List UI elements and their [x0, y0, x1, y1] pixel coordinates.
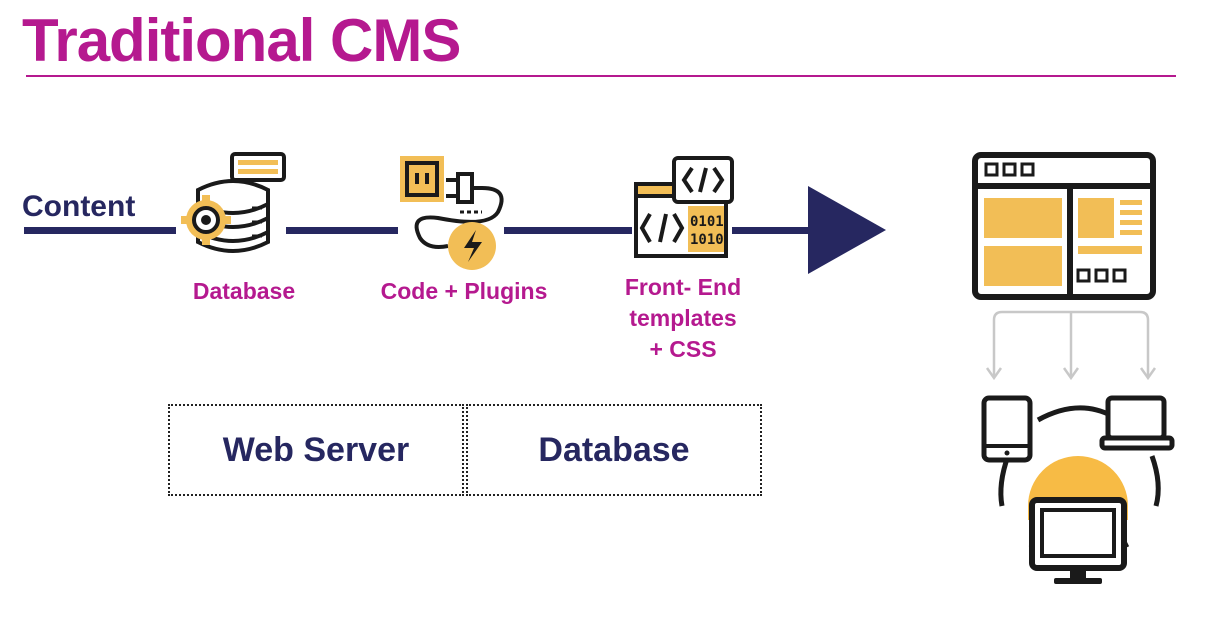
svg-text:1010: 1010 [690, 232, 724, 248]
flow-line-2 [286, 227, 398, 234]
database-box: Database [466, 404, 762, 496]
connector-arrows [985, 310, 1157, 381]
web-server-box: Web Server [168, 404, 464, 496]
step-label-frontend: Front- End templates + CSS [598, 272, 768, 365]
flow-arrowhead [808, 186, 886, 274]
step-label-frontend-line1: Front- End [624, 274, 742, 300]
flow-line-3 [504, 227, 632, 234]
title-underline [26, 75, 1176, 77]
step-label-frontend-line3: + CSS [649, 336, 717, 362]
database-box-label: Database [538, 430, 690, 469]
multi-device-user-icon [981, 395, 1175, 584]
svg-text:0101: 0101 [690, 214, 724, 230]
code-window-icon: 0101 1010 [634, 156, 734, 258]
content-label: Content [22, 190, 136, 223]
browser-window-icon [972, 152, 1156, 300]
step-label-frontend-line2: templates [629, 305, 737, 331]
flow-line-1 [24, 227, 176, 234]
plug-socket-icon [400, 156, 504, 270]
database-gear-icon [181, 152, 286, 253]
flow-line-4 [732, 227, 812, 234]
step-label-database: Database [192, 278, 296, 304]
web-server-label: Web Server [222, 430, 410, 469]
page-title: Traditional CMS [22, 7, 461, 74]
step-label-code-plugins: Code + Plugins [380, 278, 548, 304]
